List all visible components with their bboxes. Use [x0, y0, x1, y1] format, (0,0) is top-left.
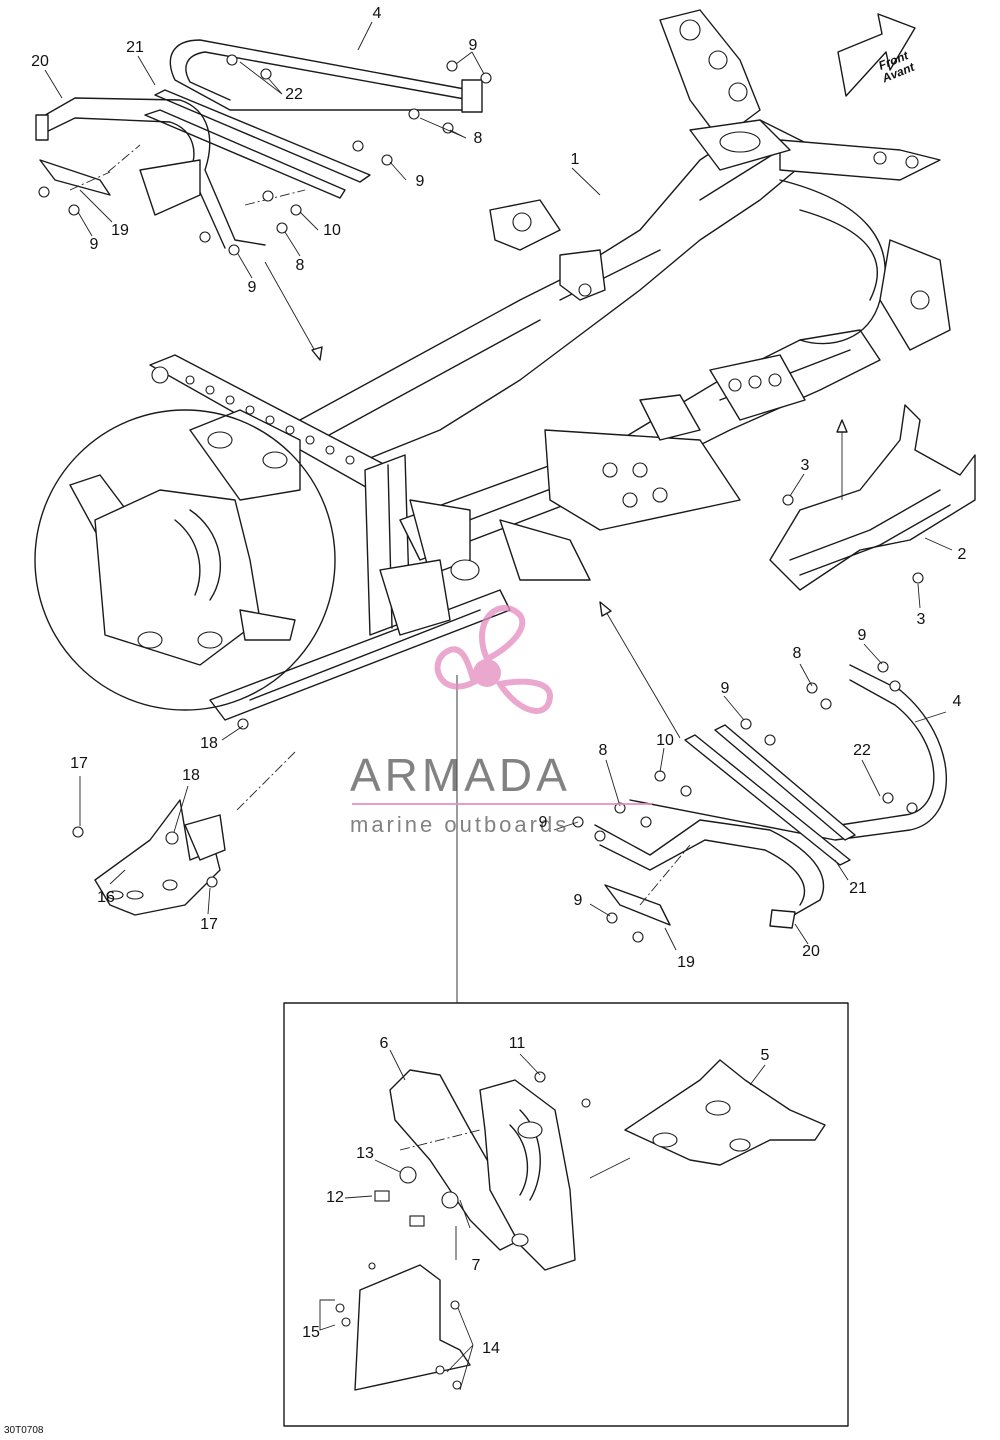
callout-15: 15: [302, 1324, 320, 1341]
detail-circle: [34, 409, 336, 711]
alignment-lines: [69, 144, 691, 1151]
callout-9-g: 9: [538, 814, 548, 831]
callout-5: 5: [760, 1047, 770, 1064]
watermark-logo: [434, 605, 554, 714]
callout-3-a: 3: [800, 457, 810, 474]
callout-9-b: 9: [415, 173, 425, 190]
right-rail-part-21: [684, 724, 856, 866]
callout-9-e: 9: [857, 627, 867, 644]
top-rail-part-21: [144, 89, 371, 199]
callout-9-f: 9: [720, 680, 730, 697]
callout-19-right: 19: [677, 954, 695, 971]
callout-21-right: 21: [849, 880, 867, 897]
callout-9-d: 9: [247, 279, 257, 296]
right-bracket-part-19: [604, 884, 671, 926]
top-bumper-part-4: [169, 39, 483, 113]
fasteners: [38, 54, 918, 943]
callout-17-b: 17: [200, 916, 218, 933]
callout-8-mid: 8: [295, 257, 305, 274]
callout-9-c: 9: [89, 236, 99, 253]
callout-22-right: 22: [853, 742, 871, 759]
skid-plate-part-2: [769, 404, 976, 591]
main-frame-part-1: [149, 9, 951, 721]
callout-22-top: 22: [285, 86, 303, 103]
callout-16: 16: [97, 889, 115, 906]
callout-11: 11: [508, 1035, 526, 1052]
top-bar-part-20: [35, 97, 266, 249]
callout-8-low: 8: [598, 742, 608, 759]
callout-2: 2: [957, 546, 967, 563]
side-bracket-part-16: [94, 799, 226, 916]
callout-4-top: 4: [372, 5, 382, 22]
front-direction-arrow: [837, 13, 916, 97]
callout-21-top: 21: [126, 39, 144, 56]
callout-6: 6: [379, 1035, 389, 1052]
assembly-arrows: [264, 261, 848, 1229]
inset-box: [283, 675, 849, 1427]
callout-7: 7: [471, 1257, 481, 1274]
callout-13: 13: [356, 1145, 374, 1162]
callout-9-h: 9: [573, 892, 583, 909]
top-bracket-part-19: [39, 159, 111, 196]
callout-4-right: 4: [952, 693, 962, 710]
callout-18-a: 18: [182, 767, 200, 784]
callout-14: 14: [482, 1340, 500, 1357]
callout-17-a: 17: [70, 755, 88, 772]
figure-code: 30T0708: [4, 1425, 44, 1436]
callout-20-top: 20: [31, 53, 49, 70]
callout-leaders: [44, 21, 953, 951]
callout-10-top: 10: [323, 222, 341, 239]
right-bar-part-20: [594, 819, 825, 929]
callout-3-b: 3: [916, 611, 926, 628]
watermark-tagline: marine outboards: [350, 812, 570, 837]
callout-19-top: 19: [111, 222, 129, 239]
callout-18-b: 18: [200, 735, 218, 752]
callout-20-right: 20: [802, 943, 820, 960]
callout-12: 12: [326, 1189, 344, 1206]
callout-1: 1: [570, 151, 580, 168]
callout-8-right: 8: [792, 645, 802, 662]
callout-10-right: 10: [656, 732, 674, 749]
watermark-brand-name: ARMADA: [350, 749, 571, 801]
callout-9-a: 9: [468, 37, 478, 54]
callout-8-top: 8: [473, 130, 483, 147]
watermark-divider: [352, 803, 652, 805]
